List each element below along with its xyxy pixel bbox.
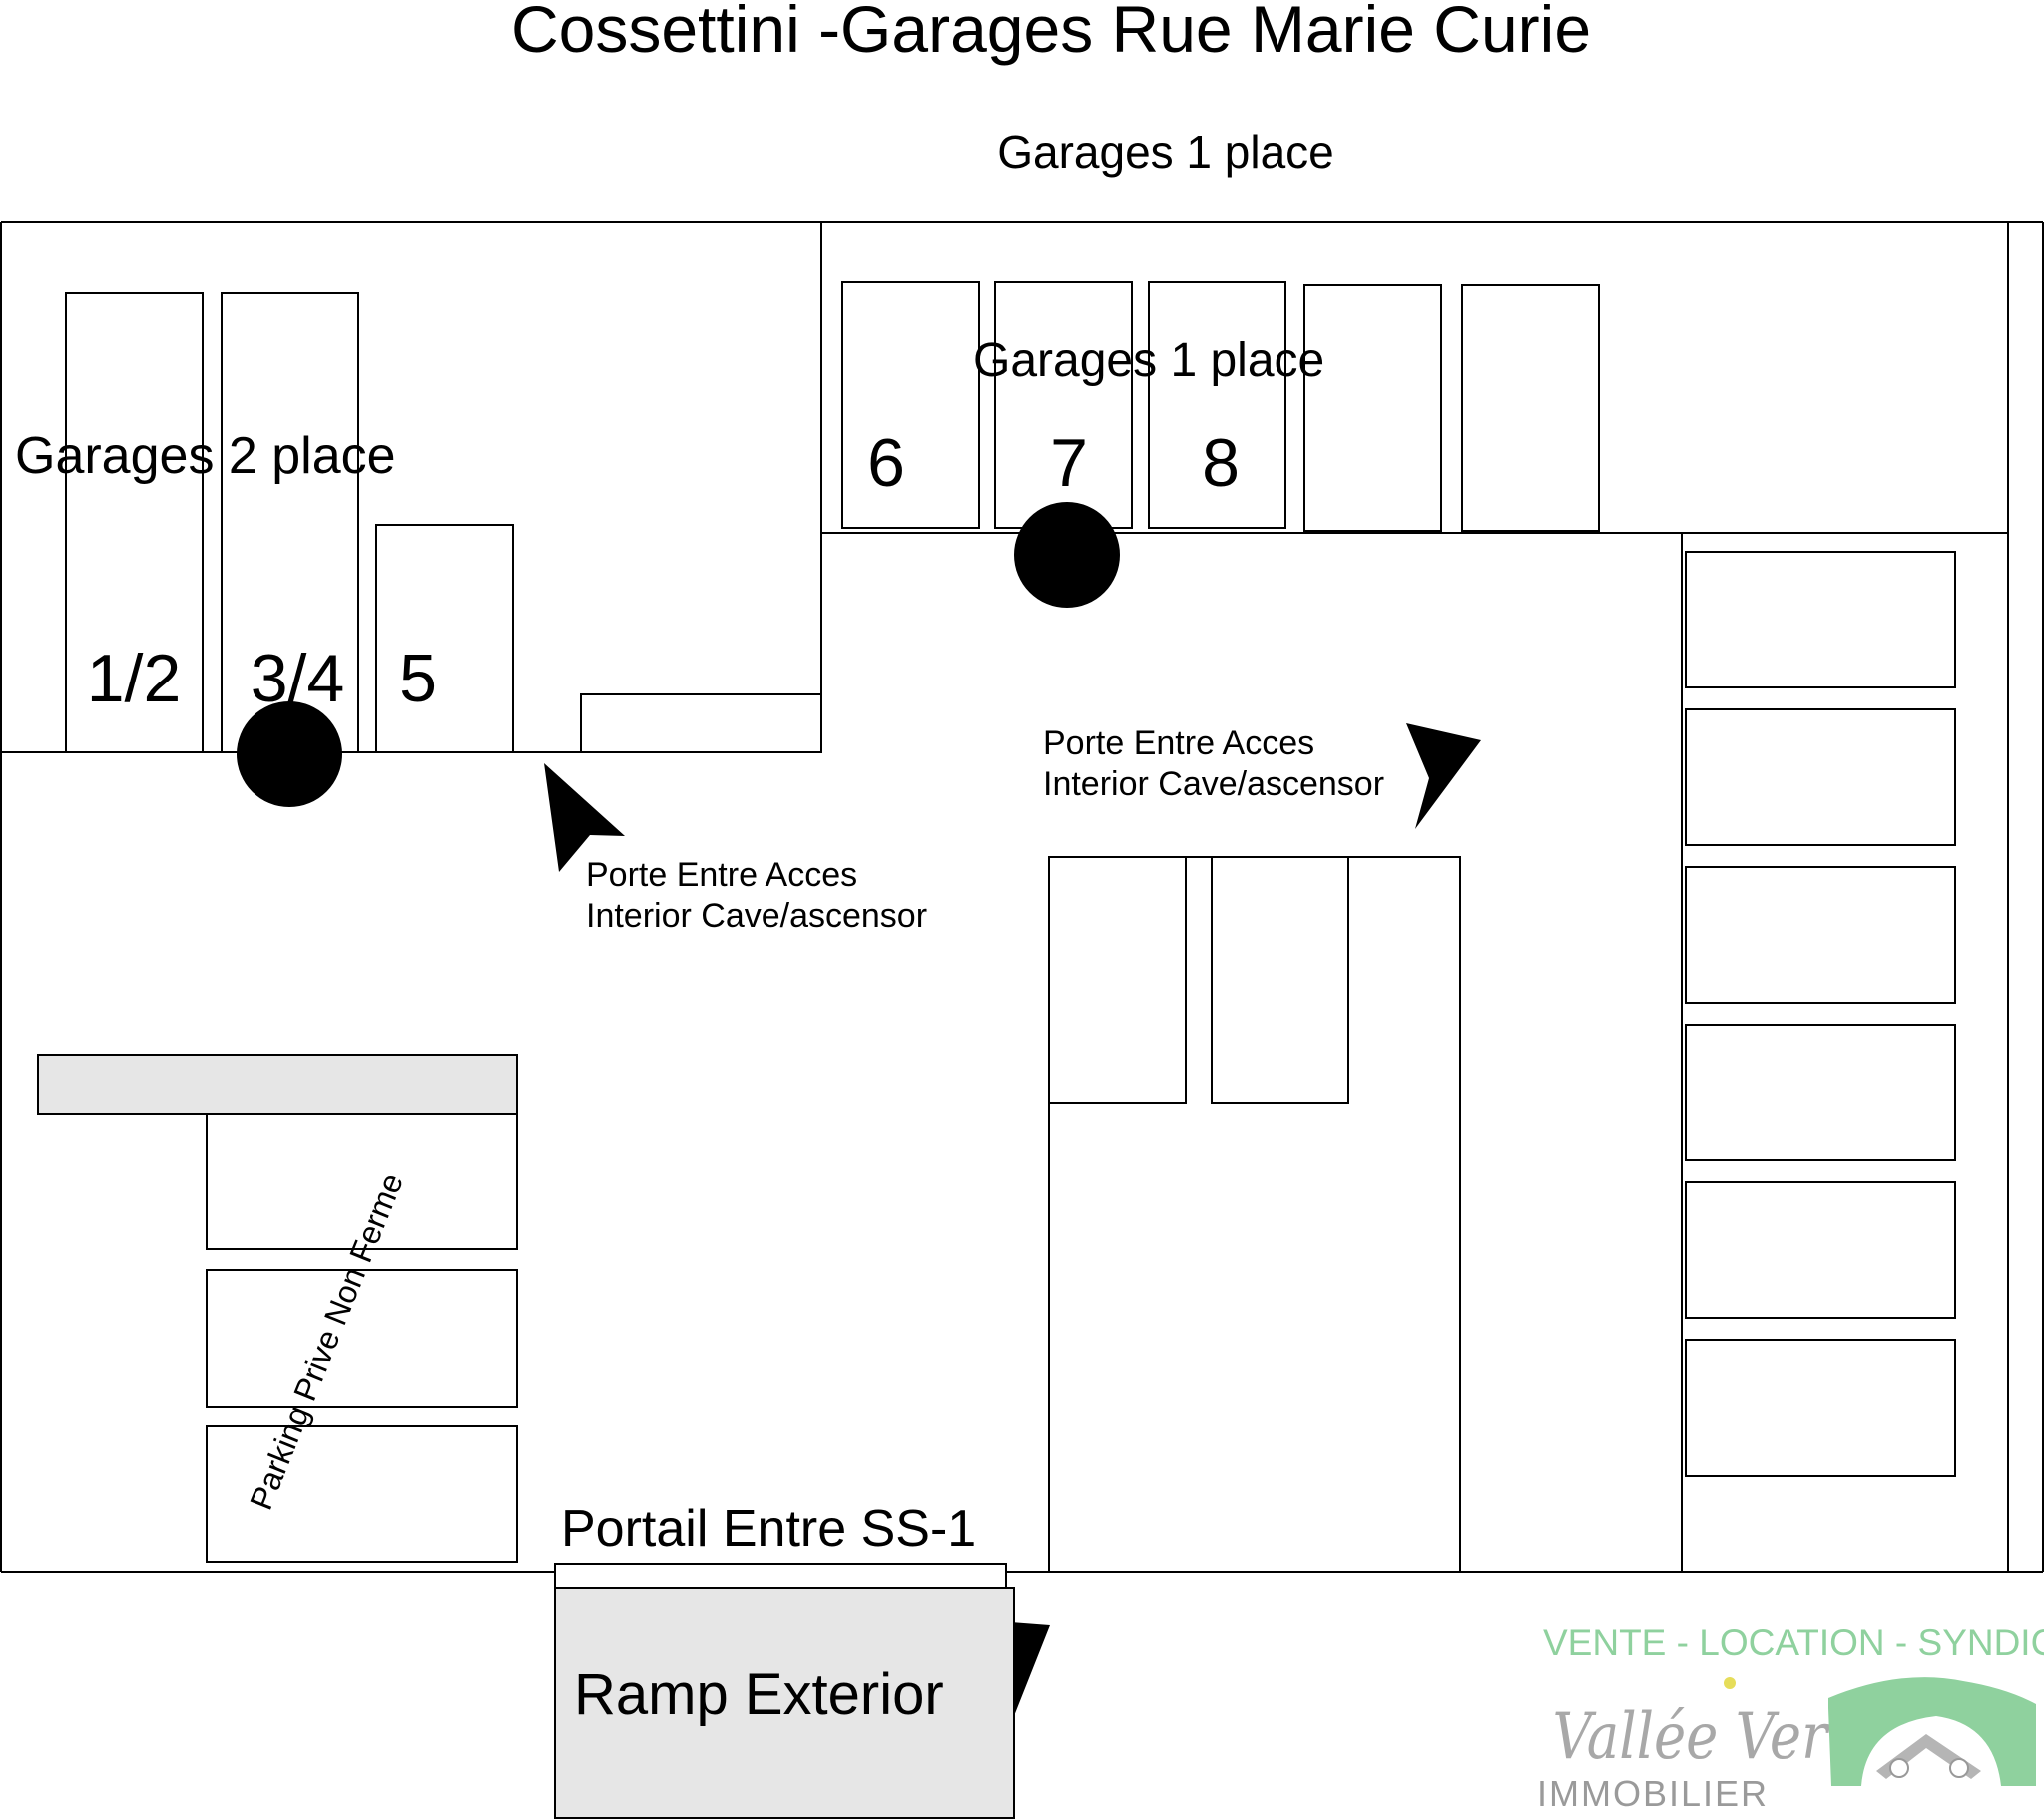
small-storage — [580, 693, 822, 753]
door-left-line1: Porte Entre Acces — [586, 856, 857, 894]
outer-walls — [0, 221, 2044, 1573]
garages-2-place — [65, 292, 822, 753]
right-spot — [1685, 708, 1956, 846]
garages-1-place-label: Garages 1 place — [973, 334, 1324, 387]
brand-sub: IMMOBILIER — [1537, 1773, 1769, 1814]
ramp-label: Ramp Exterior — [574, 1662, 944, 1727]
right-spot — [1685, 551, 1956, 688]
center-spot-b — [1211, 856, 1349, 1104]
parking-spot — [206, 1113, 518, 1250]
door-marker-top — [1014, 502, 1120, 608]
spot-label-5: 5 — [399, 641, 437, 716]
spot-label-8: 8 — [1202, 425, 1240, 501]
garage-9 — [1303, 284, 1442, 532]
brand-tagline: VENTE - LOCATION - SYNDIC — [1543, 1622, 2044, 1663]
right-spot — [1685, 1339, 1956, 1477]
garage-10 — [1461, 284, 1600, 532]
ramp-exterior — [554, 1587, 1015, 1819]
door-left-line2: Interior Cave/ascensor — [586, 897, 927, 935]
garages-2-place-label: Garages 2 place — [15, 427, 396, 485]
parking-block — [37, 1054, 518, 1563]
right-spot — [1685, 1024, 1956, 1161]
spot-label-6: 6 — [867, 425, 905, 501]
garage-7 — [994, 281, 1133, 529]
door-right-line1: Porte Entre Acces — [1043, 724, 1314, 762]
house-logo-icon — [1724, 1677, 2036, 1786]
parking-bar — [37, 1054, 518, 1115]
brand-name: Vallée Verte — [1553, 1700, 1882, 1774]
right-spot — [1685, 1181, 1956, 1319]
center-spot-a — [1048, 856, 1187, 1104]
parking-spot — [206, 1425, 518, 1563]
door-right-line2: Interior Cave/ascensor — [1043, 765, 1384, 803]
arrow-icon-right-door — [1406, 723, 1481, 829]
garages-1-place-heading: Garages 1 place — [997, 126, 1334, 178]
door-marker-left — [237, 701, 342, 807]
page-title: Cossettini -Garages Rue Marie Curie — [511, 0, 1591, 66]
garage-5 — [375, 524, 514, 753]
garage-6 — [841, 281, 980, 529]
right-spots — [1685, 551, 1956, 1477]
spot-label-1-2: 1/2 — [87, 641, 182, 716]
center-block — [1048, 856, 1461, 1573]
garage-1-2 — [65, 292, 204, 753]
portail-gate — [554, 1563, 1007, 1591]
brand-logo: VENTE - LOCATION - SYNDIC Vallée Verte I… — [1537, 1622, 2044, 1814]
parking-spot — [206, 1269, 518, 1408]
portail-label: Portail Entre SS-1 — [561, 1500, 976, 1558]
garages-1-place — [841, 281, 1600, 532]
garage-8 — [1148, 281, 1286, 529]
spot-label-7: 7 — [1050, 425, 1088, 501]
right-spot — [1685, 866, 1956, 1004]
arrow-icon-left-door — [544, 763, 625, 872]
